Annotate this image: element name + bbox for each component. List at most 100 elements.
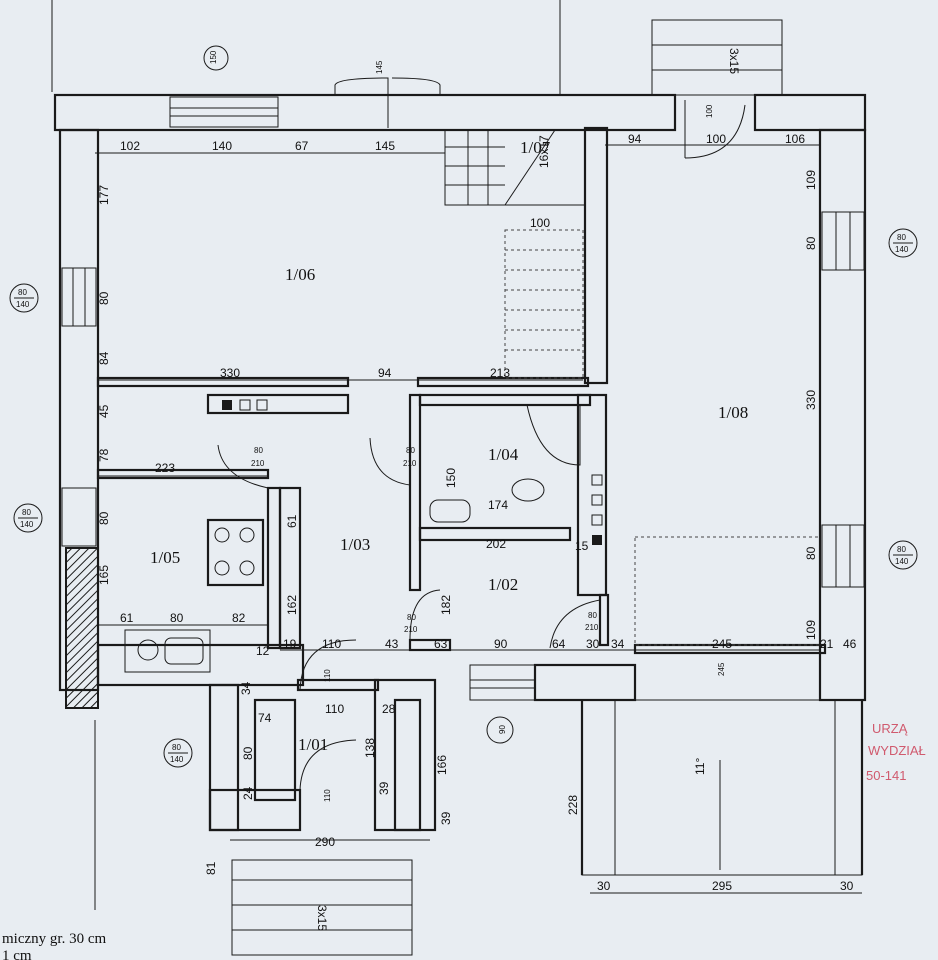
door-marker-value: 100 xyxy=(705,104,714,118)
dimension-lines xyxy=(95,130,862,894)
dim-label: 30 xyxy=(586,637,600,651)
room-label-1-08: 1/08 xyxy=(718,403,748,422)
room-label-1-04: 1/04 xyxy=(488,445,519,464)
dim-label: 15 xyxy=(575,539,589,553)
dim-label: 28 xyxy=(382,702,396,716)
window-marker-left-lower: 80 140 xyxy=(13,503,43,533)
dim-label: 61 xyxy=(285,514,299,528)
dim-label: 110 xyxy=(325,702,344,716)
dim-label: 102 xyxy=(120,139,140,153)
dim-label: 39 xyxy=(377,781,391,795)
window-marker-value: 140 xyxy=(170,755,184,764)
legend-text: miczny gr. 30 cm xyxy=(2,931,106,947)
window-marker-right-upper: 80 140 xyxy=(888,228,918,258)
window-marker-value: 150 xyxy=(209,50,218,64)
dim-label: 46 xyxy=(843,637,857,651)
door-marker-value: 145 xyxy=(375,60,384,74)
dim-label: 165 xyxy=(97,565,111,585)
dim-label: 145 xyxy=(375,139,395,153)
dim-label: 34 xyxy=(611,637,625,651)
dim-label: 90 xyxy=(494,637,508,651)
window-marker-value: 90 xyxy=(498,725,507,734)
door-marker-value: 110 xyxy=(323,789,332,802)
stamp-line: URZĄ xyxy=(872,721,908,736)
door-marker-value: 210 xyxy=(251,459,265,468)
window-marker-value: 140 xyxy=(20,520,34,529)
window-marker-bottom: 90 xyxy=(486,716,514,744)
dim-label: 74 xyxy=(258,711,272,725)
dim-label: 19 xyxy=(283,637,297,651)
dim-label: 330 xyxy=(220,366,240,380)
dimension-labels: 102 140 67 145 94 100 106 177 80 84 330 … xyxy=(97,132,857,893)
dim-label: 78 xyxy=(97,448,111,462)
dim-label: 24 xyxy=(241,786,255,800)
dim-label: 84 xyxy=(97,351,111,365)
dim-label: 34 xyxy=(239,681,253,695)
dim-label: 82 xyxy=(232,611,246,625)
dim-label: 12 xyxy=(256,644,270,658)
dim-label: 30 xyxy=(840,879,854,893)
room-labels: 1/06 1/07 1/08 1/05 1/03 1/04 1/02 1/01 xyxy=(150,138,748,754)
stamp-line: WYDZIAŁ xyxy=(868,743,926,758)
window-marker-value: 80 xyxy=(897,233,906,242)
dim-label: 245 xyxy=(712,637,732,651)
chimney xyxy=(65,547,99,709)
window-marker-right-lower: 80 140 xyxy=(888,540,918,570)
sheet-border xyxy=(51,0,561,910)
dim-label: 109 xyxy=(804,170,818,190)
window-marker-value: 80 xyxy=(172,743,181,752)
dim-label: 109 xyxy=(804,620,818,640)
door-marker-value: 110 xyxy=(323,669,332,682)
dim-label: 110 xyxy=(322,637,341,651)
dim-label: 174 xyxy=(488,498,508,512)
dim-label: 228 xyxy=(566,795,580,815)
dim-label: 80 xyxy=(170,611,184,625)
door-marker-value: 210 xyxy=(403,459,417,468)
window-marker-top: 150 xyxy=(203,45,229,71)
dim-label: 223 xyxy=(155,461,175,475)
dim-label: 295 xyxy=(712,879,732,893)
door-marker-value: 80 xyxy=(407,613,416,622)
window-marker-value: 140 xyxy=(16,300,30,309)
dim-label: 106 xyxy=(785,132,805,146)
door-marker-value: 80 xyxy=(254,446,263,455)
door-marker-value: 210 xyxy=(585,623,599,632)
opening-markers: 150 80 140 80 140 80 140 80 140 9 xyxy=(9,45,918,802)
dim-label: 177 xyxy=(97,185,111,205)
stair-label-inner: 16x17 xyxy=(537,135,551,168)
window-marker-value: 80 xyxy=(22,508,31,517)
staircase xyxy=(231,19,783,956)
official-stamp: URZĄ WYDZIAŁ 50-141 xyxy=(866,721,926,783)
terrace xyxy=(580,536,864,876)
room-label-1-02: 1/02 xyxy=(488,575,518,594)
window-marker-value: 140 xyxy=(895,245,909,254)
dim-label: 64 xyxy=(552,637,566,651)
dim-label: 67 xyxy=(295,139,309,153)
dim-label: 100 xyxy=(530,216,550,230)
door-marker-value: 210 xyxy=(404,625,418,634)
dim-label: 94 xyxy=(628,132,642,146)
dim-label: 45 xyxy=(97,404,111,418)
room-label-1-05: 1/05 xyxy=(150,548,180,567)
dim-label: 61 xyxy=(120,611,134,625)
dim-label: 80 xyxy=(97,291,111,305)
door-marker-value: 245 xyxy=(717,662,726,676)
dim-label: 80 xyxy=(804,546,818,560)
door-swings xyxy=(217,77,746,791)
dim-label: 290 xyxy=(315,835,335,849)
window-marker-left-upper: 80 140 xyxy=(9,283,39,313)
dim-label: 80 xyxy=(241,746,255,760)
dim-label: 81 xyxy=(204,861,218,875)
room-label-1-01: 1/01 xyxy=(298,735,328,754)
windows xyxy=(61,96,865,701)
door-marker-value: 80 xyxy=(406,446,415,455)
room-label-1-06: 1/06 xyxy=(285,265,315,284)
room-label-1-03: 1/03 xyxy=(340,535,370,554)
dim-label: 140 xyxy=(212,139,232,153)
window-marker-kitchen: 80 140 xyxy=(163,738,193,768)
dim-label: 162 xyxy=(285,595,299,615)
dim-label: 202 xyxy=(486,537,506,551)
dim-label: 138 xyxy=(363,738,377,758)
dim-label: 100 xyxy=(706,132,726,146)
kitchen-fixtures xyxy=(124,399,603,673)
